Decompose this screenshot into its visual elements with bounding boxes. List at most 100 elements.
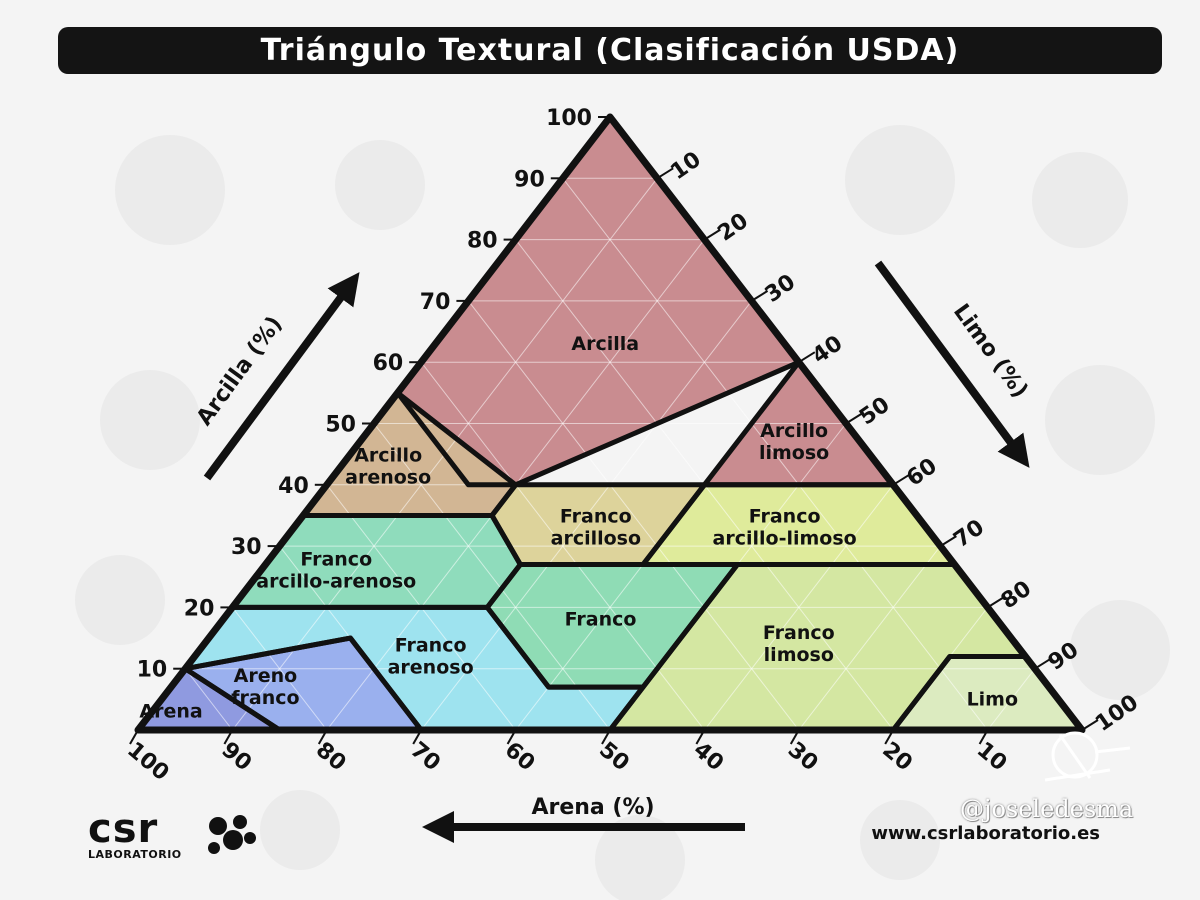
sand-tick-mark	[412, 729, 423, 745]
label-franco-arcillo-arenoso: arcillo-arenoso	[256, 571, 416, 593]
label-franco-arcillo-limoso: Franco	[749, 506, 821, 528]
title-bar: Triángulo Textural (Clasificación USDA)	[58, 27, 1162, 74]
silt-axis-title: Limo (%)	[948, 300, 1033, 403]
clay-tick-label: 20	[184, 596, 215, 621]
label-arcillo-limoso: Arcillo	[760, 420, 828, 442]
sand-axis-title: Arena (%)	[531, 795, 654, 820]
silt-tick-mark	[1081, 719, 1099, 731]
label-arcillo-arenoso: Arcillo	[354, 444, 422, 466]
silt-tick-mark	[798, 351, 816, 364]
sand-tick-mark	[129, 729, 139, 745]
silt-tick-label: 10	[666, 147, 705, 185]
sand-tick-mark	[884, 729, 895, 745]
logo-subtitle: LABORATORIO	[88, 848, 182, 861]
sand-tick-mark	[695, 729, 706, 745]
sand-tick-label: 50	[594, 737, 634, 776]
silt-tick-mark	[703, 228, 721, 241]
grid-line-silt	[987, 668, 1036, 730]
sand-tick-label: 100	[122, 737, 173, 786]
label-franco-limoso: limoso	[764, 644, 834, 666]
clay-tick-label: 90	[514, 167, 545, 192]
region-areno-franco	[185, 638, 422, 730]
grid-line-sand	[468, 300, 800, 730]
grid-line-silt	[798, 545, 941, 730]
sand-tick-label: 20	[877, 737, 917, 776]
silt-tick-mark	[892, 473, 910, 486]
silt-tick-mark	[939, 535, 957, 547]
clay-tick-label: 70	[420, 290, 451, 315]
page-title: Triángulo Textural (Clasificación USDA)	[260, 33, 960, 68]
label-arcillo-limoso: limoso	[759, 442, 829, 464]
silt-tick-label: 80	[997, 576, 1036, 614]
sand-tick-label: 60	[500, 737, 540, 776]
label-franco-limoso: Franco	[763, 622, 835, 644]
clay-tick-label: 100	[546, 106, 592, 131]
label-franco-arcillo-limoso: arcillo-limoso	[713, 528, 857, 550]
label-franco-arcilloso: Franco	[560, 506, 632, 528]
sand-tick-label: 70	[405, 737, 445, 776]
region-franco-arcillo-limoso	[643, 484, 955, 565]
silt-tick-label: 60	[902, 454, 941, 492]
silt-tick-label: 50	[855, 392, 894, 430]
clay-tick-label: 50	[325, 413, 356, 438]
silt-tick-mark	[751, 290, 769, 302]
region-labels: ArcillaArcillolimosoArcilloarenosoFranco…	[139, 333, 1018, 723]
grid-line-sand	[562, 177, 988, 730]
silt-tick-mark	[656, 167, 674, 180]
clay-axis-arrow	[203, 272, 360, 481]
sand-tick-label: 90	[217, 737, 257, 776]
label-areno-franco: Areno	[234, 665, 298, 687]
label-franco-arcilloso: arcilloso	[551, 528, 641, 550]
logo-bubbles-icon	[208, 815, 256, 854]
silt-tick-mark	[987, 596, 1005, 609]
clay-tick-label: 40	[278, 474, 309, 499]
clay-tick-label: 10	[137, 658, 168, 683]
sand-tick-mark	[978, 729, 989, 745]
silt-tick-mark	[845, 412, 863, 425]
region-limo	[893, 656, 1082, 730]
grid-line-sand	[184, 668, 233, 730]
sand-tick-mark	[601, 729, 611, 745]
label-franco-arenoso: Franco	[395, 634, 467, 656]
label-arcilla: Arcilla	[571, 333, 639, 355]
grid-line-silt	[420, 300, 752, 730]
clay-tick-label: 80	[467, 229, 498, 254]
region-franco-arcillo-arenoso	[232, 515, 521, 608]
label-arcillo-arenoso: arenoso	[345, 466, 431, 488]
silt-tick-label: 70	[950, 515, 989, 553]
clay-tick-label: 60	[373, 351, 404, 376]
silt-tick-label: 40	[808, 331, 847, 369]
label-limo: Limo	[967, 688, 1018, 710]
logo-brand: csr	[88, 806, 158, 852]
sand-tick-mark	[223, 729, 234, 745]
region-franco	[487, 564, 738, 688]
clay-tick-label: 30	[231, 535, 262, 560]
sand-tick-label: 30	[783, 737, 823, 776]
silt-tick-mark	[1034, 657, 1052, 670]
sand-tick-mark	[317, 729, 328, 745]
sand-tick-label: 40	[689, 737, 729, 776]
csr-logo: csr LABORATORIO	[88, 806, 256, 861]
grid-line-sand	[232, 607, 328, 730]
sand-tick-mark	[789, 729, 800, 745]
sand-tick-mark	[506, 729, 517, 745]
label-franco-arenoso: arenoso	[388, 656, 474, 678]
microscope-icon	[1044, 731, 1131, 782]
author-credit: @joseledesma	[960, 795, 1134, 823]
label-franco-arcillo-arenoso: Franco	[300, 549, 372, 571]
region-franco-limoso	[610, 564, 1026, 730]
label-areno-franco: franco	[231, 687, 299, 709]
label-franco: Franco	[565, 609, 637, 631]
silt-tick-label: 20	[714, 208, 753, 246]
region-franco-arcilloso	[492, 484, 705, 565]
sand-tick-label: 10	[972, 737, 1012, 776]
website-url: www.csrlaboratorio.es	[871, 823, 1100, 844]
grid-line-sand	[373, 423, 611, 730]
clay-axis-title: Arcilla (%)	[192, 312, 288, 430]
sand-tick-label: 80	[311, 737, 351, 776]
silt-axis-arrow	[874, 260, 1030, 468]
silt-tick-label: 30	[761, 270, 800, 308]
grid-line-silt	[704, 484, 894, 730]
